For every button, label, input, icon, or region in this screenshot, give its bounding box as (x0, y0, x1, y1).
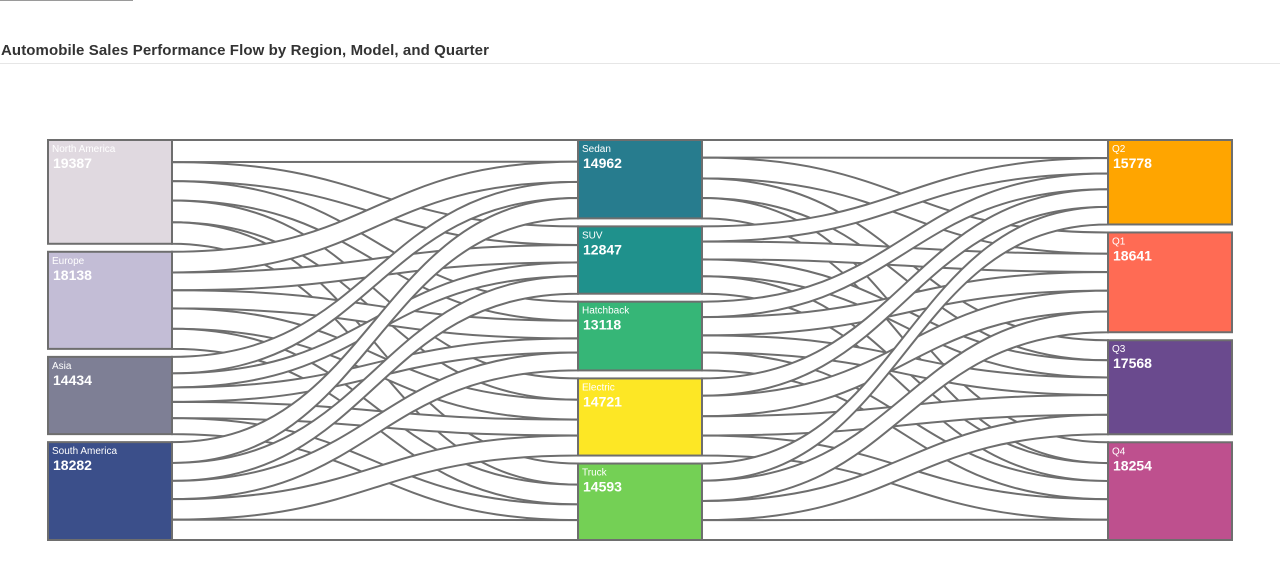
node-label-q3: Q3 (1112, 344, 1126, 355)
node-value-hatchback: 13118 (583, 317, 621, 333)
links-layer (171, 138, 1109, 542)
node-rect-sedan[interactable] (577, 139, 703, 220)
node-label-q1: Q1 (1112, 236, 1126, 247)
node-rect-europe[interactable] (47, 250, 173, 350)
flow-link-south-america-to-truck[interactable] (171, 518, 579, 542)
top-divider (0, 0, 133, 1)
node-label-electric: Electric (582, 382, 615, 393)
node-rect-north-america[interactable] (47, 139, 173, 245)
title-divider (0, 63, 1280, 64)
node-label-north-america: North America (52, 144, 116, 155)
node-label-asia: Asia (52, 361, 72, 372)
node-rect-hatchback[interactable] (577, 300, 703, 372)
node-rect-suv[interactable] (577, 225, 703, 295)
node-value-q1: 18641 (1113, 247, 1152, 263)
node-value-sedan: 14962 (583, 155, 622, 171)
flow-link-north-america-to-sedan[interactable] (171, 138, 579, 164)
node-value-asia: 14434 (53, 372, 92, 388)
node-label-sedan: Sedan (582, 144, 611, 155)
node-value-q3: 17568 (1113, 355, 1152, 371)
node-rect-q3[interactable] (1107, 339, 1233, 436)
node-value-europe: 18138 (53, 267, 92, 283)
node-value-truck: 14593 (583, 479, 622, 495)
node-label-hatchback: Hatchback (582, 306, 630, 317)
flow-link-sedan-to-q2[interactable] (701, 138, 1109, 159)
node-rect-q4[interactable] (1107, 441, 1233, 541)
node-rect-q2[interactable] (1107, 139, 1233, 226)
node-rect-south-america[interactable] (47, 441, 173, 541)
node-value-suv: 12847 (583, 241, 622, 257)
node-value-q4: 18254 (1113, 457, 1152, 473)
node-value-north-america: 19387 (53, 155, 92, 171)
node-value-south-america: 18282 (53, 457, 92, 473)
node-label-south-america: South America (52, 446, 117, 457)
nodes-layer: North America19387Europe18138Asia14434So… (47, 139, 1233, 542)
node-label-suv: SUV (582, 230, 603, 241)
node-value-electric: 14721 (583, 393, 622, 409)
node-rect-truck[interactable] (577, 462, 703, 542)
node-rect-q1[interactable] (1107, 231, 1233, 334)
node-label-truck: Truck (582, 468, 608, 479)
node-label-europe: Europe (52, 256, 85, 267)
node-rect-asia[interactable] (47, 355, 173, 436)
chart-title: Automobile Sales Performance Flow by Reg… (1, 42, 490, 59)
flow-link-truck-to-q4[interactable] (701, 518, 1109, 542)
node-rect-electric[interactable] (577, 377, 703, 457)
node-value-q2: 15778 (1113, 155, 1152, 171)
node-label-q4: Q4 (1112, 446, 1126, 457)
node-label-q2: Q2 (1112, 144, 1126, 155)
